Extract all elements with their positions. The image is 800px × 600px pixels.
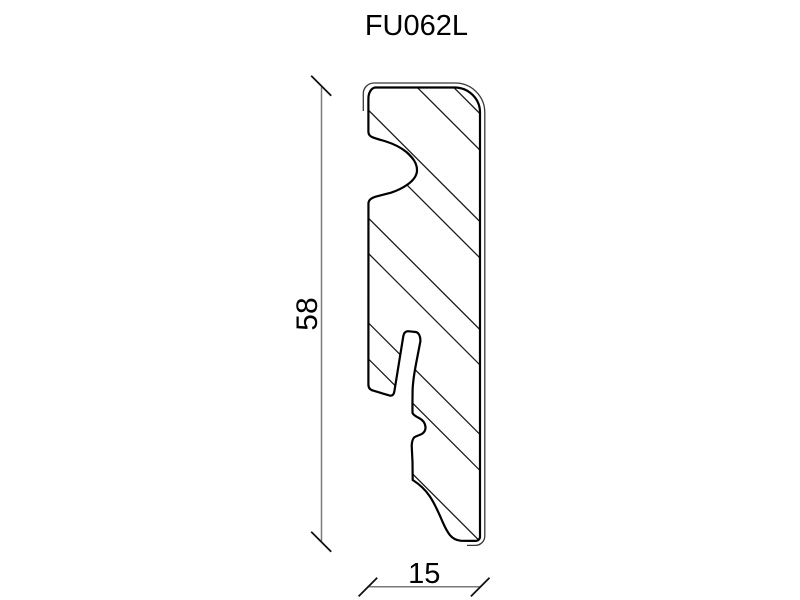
svg-text:FU062L: FU062L — [365, 10, 468, 42]
svg-text:15: 15 — [408, 558, 440, 590]
svg-text:58: 58 — [291, 297, 324, 330]
